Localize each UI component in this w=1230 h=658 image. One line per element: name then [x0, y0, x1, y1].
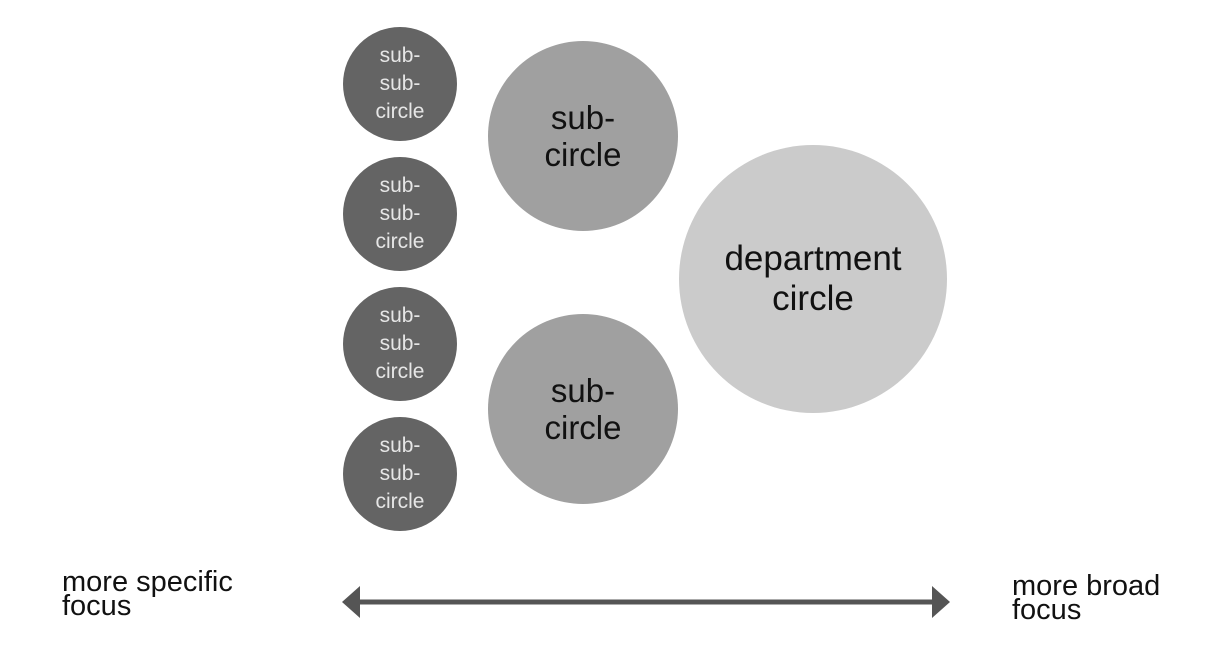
sub-sub-circle: sub- sub- circle: [343, 287, 457, 401]
arrow-head-left: [342, 586, 360, 618]
sub-circle: sub- circle: [488, 41, 678, 231]
sub-sub-circle: sub- sub- circle: [343, 27, 457, 141]
double-arrow-icon: [342, 586, 950, 618]
axis-label-specific: more specific focus: [62, 566, 233, 622]
arrow-head-right: [932, 586, 950, 618]
sub-sub-circle-label: sub- sub- circle: [375, 304, 425, 383]
axis-label-broad: more broad focus: [1012, 570, 1161, 626]
department-circle: department circle: [679, 145, 947, 413]
sub-sub-circle: sub- sub- circle: [343, 417, 457, 531]
sub-sub-circle-label: sub- sub- circle: [375, 174, 425, 253]
sub-sub-circle: sub- sub- circle: [343, 157, 457, 271]
sub-sub-circle-label: sub- sub- circle: [375, 434, 425, 513]
sub-circle: sub- circle: [488, 314, 678, 504]
sub-sub-circle-label: sub- sub- circle: [375, 44, 425, 123]
sub-circle-label: sub- circle: [544, 99, 622, 173]
department-circle-label: department circle: [724, 239, 902, 318]
sub-circle-label: sub- circle: [544, 372, 622, 446]
